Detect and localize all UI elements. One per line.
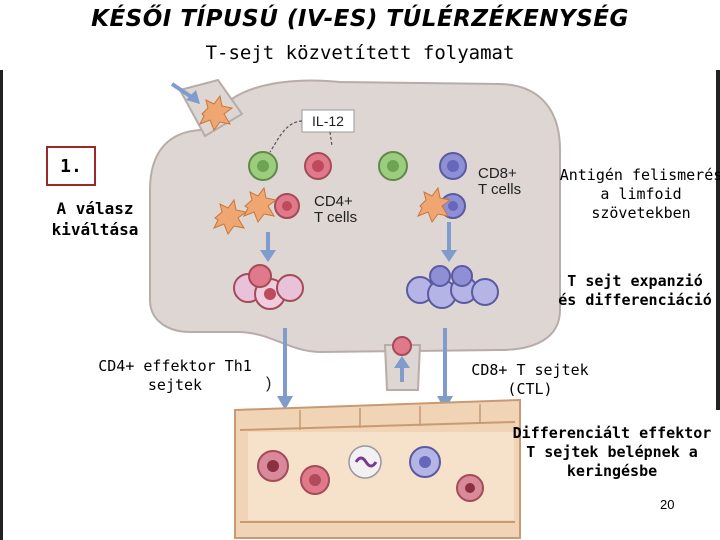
cd8-cell-cluster [406,265,499,309]
cells-antigen-recognition [198,94,467,236]
slide-subtitle: T-sejt közvetített folyamat [205,42,515,64]
efferent-arrow-icon [394,356,410,382]
expansion-arrow-right-icon [441,222,457,262]
dendritic-cell-icon [416,186,452,224]
frame-edge-right [716,70,720,410]
dendritic-cell-icon [242,186,278,224]
slide-title: KÉSŐI TÍPUSÚ (IV-ES) TÚLÉRZÉKENYSÉG [91,6,629,32]
induction-label: A válasz kiváltása [51,199,139,239]
dendritic-cell-icon [212,198,248,236]
antigen-recognition-label: Antigén felismerés a limfoid szövetekben [559,166,720,222]
cd4-cell-cluster [233,264,304,310]
t-cell-mediated-diagram: IL-12 CD8+ T cells CD4+ T cells [0,70,720,540]
cd8-cells-label: CD8+ [478,165,517,182]
blood-vessel [234,398,521,539]
il12-label: IL-12 [312,113,344,129]
il12-label-box: IL-12 [269,109,355,153]
circulation-label: Differenciált effektor T sejtek belépnek… [512,424,712,480]
cd4-effector-label: CD4+ effektor Th1 sejtek [98,357,252,394]
cd4-t-cell-icon [392,336,412,356]
expansion-arrow-left-icon [260,232,276,262]
cd8-cells-label: T cells [478,181,521,198]
step-number-box: 1. [46,146,96,186]
arrow-to-vessel-left-icon [277,328,293,410]
dendritic-cell-icon [198,94,234,132]
expansion-label: T sejt expanzió és differenciáció [558,272,712,309]
entry-arrow-icon [170,82,200,104]
cd4-cells-label: CD4+ [314,193,353,210]
page-number: 20 [660,497,675,512]
cd4-cells-label: T cells [314,209,357,226]
paren-mark: ) [266,375,271,392]
cd8-ctl-label: CD8+ T sejtek (CTL) [471,361,589,398]
frame-edge-left [0,70,3,540]
